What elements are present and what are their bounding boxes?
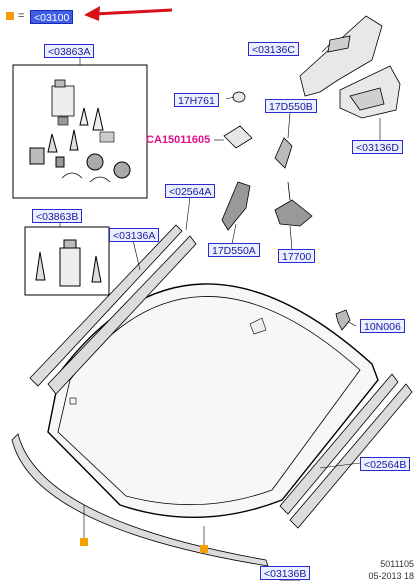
label-17h761[interactable]: 17H761 xyxy=(174,93,219,107)
mouldings xyxy=(11,224,413,581)
label-03136a[interactable]: <03136A xyxy=(109,228,160,242)
leader-lines xyxy=(59,43,381,581)
marker-right xyxy=(200,545,208,553)
footer-date: 05-2013 18 xyxy=(368,571,414,581)
label-03863b[interactable]: <03863B xyxy=(32,209,83,223)
mirror-cover-upper xyxy=(299,15,401,119)
label-02564b[interactable]: <02564B xyxy=(360,457,411,471)
label-02564a[interactable]: <02564A xyxy=(165,184,216,198)
legend-equals: = xyxy=(18,10,25,22)
label-03136b[interactable]: <03136B xyxy=(260,566,311,580)
part-number: CA15011605 xyxy=(146,134,211,146)
red-arrow-icon xyxy=(84,6,173,21)
label-03136d[interactable]: <03136D xyxy=(352,140,403,154)
label-17d550b[interactable]: 17D550B xyxy=(265,99,317,113)
kit-box-a xyxy=(12,64,148,199)
legend-marker xyxy=(6,12,14,20)
label-03136c[interactable]: <03136C xyxy=(248,42,299,56)
label-03863a[interactable]: <03863A xyxy=(44,44,95,58)
marker-left xyxy=(80,538,88,546)
label-10n006[interactable]: 10N006 xyxy=(360,319,405,333)
kit-box-b xyxy=(24,226,110,296)
bolt-icon xyxy=(335,309,351,331)
label-17d550a[interactable]: 17D550A xyxy=(208,243,260,257)
footer-code: 5011105 xyxy=(380,559,414,569)
label-17700[interactable]: 17700 xyxy=(278,249,316,263)
label-03100[interactable]: <03100 xyxy=(30,10,74,24)
